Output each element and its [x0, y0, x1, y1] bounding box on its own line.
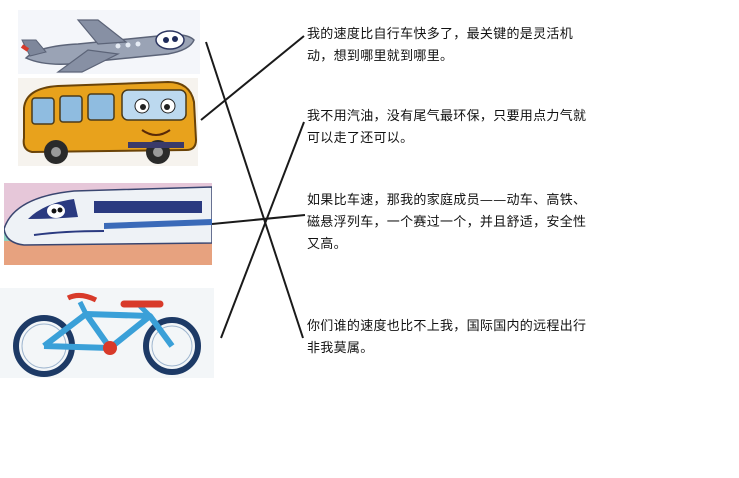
description-4[interactable]: 你们谁的速度也比不上我，国际国内的远程出行非我莫属。 [307, 319, 587, 356]
bicycle-icon [0, 288, 214, 378]
bus-icon [18, 78, 198, 166]
description-2[interactable]: 我不用汽油，没有尾气最环保，只要用点力气就可以走了还可以。 [307, 109, 587, 146]
bus-picture[interactable] [18, 78, 198, 166]
line-train-to-desc-3 [211, 214, 306, 225]
train-picture[interactable] [4, 183, 212, 265]
description-1[interactable]: 我的速度比自行车快多了，最关键的是灵活机动，想到哪里就到哪里。 [307, 27, 574, 64]
description-3[interactable]: 如果比车速，那我的家庭成员——动车、高铁、磁悬浮列车，一个赛过一个，并且舒适，安… [307, 193, 587, 252]
train-icon [4, 183, 212, 265]
line-bus-to-desc-1 [200, 35, 305, 121]
airplane-picture[interactable] [18, 10, 200, 74]
line-airplane-to-desc-4 [205, 41, 304, 339]
bicycle-picture[interactable] [0, 288, 214, 378]
line-bicycle-to-desc-2 [220, 121, 305, 339]
airplane-icon [18, 10, 200, 74]
